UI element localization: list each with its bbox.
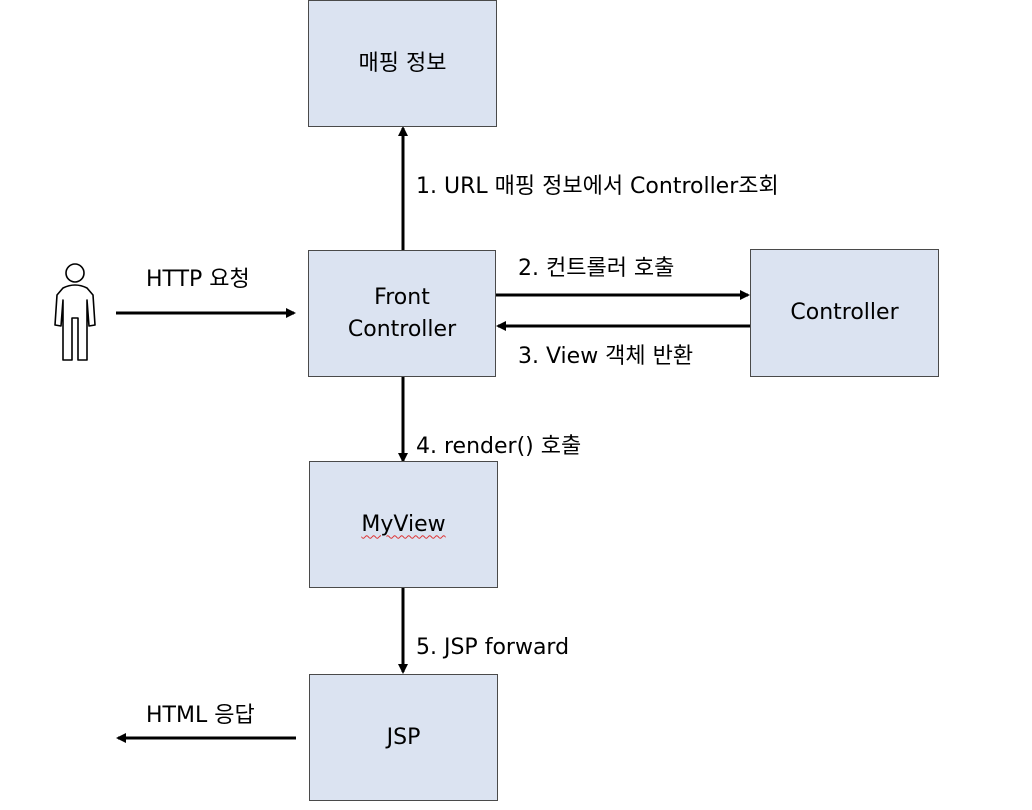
myview-label: MyView xyxy=(361,511,446,537)
html-response-label: HTML 응답 xyxy=(146,703,255,728)
step5-label: 5. JSP forward xyxy=(416,635,570,660)
front-controller-box: Front Controller xyxy=(308,250,496,377)
controller-box: Controller xyxy=(750,249,939,377)
step4-label: 4. render() 호출 xyxy=(416,434,582,459)
jsp-box: JSP xyxy=(309,674,498,801)
controller-label: Controller xyxy=(790,300,899,325)
step3-label: 3. View 객체 반환 xyxy=(518,344,694,369)
jsp-label: JSP xyxy=(386,724,421,750)
myview-box: MyView xyxy=(309,461,498,588)
front-controller-label-line2: Controller xyxy=(347,316,457,342)
front-controller-label-line1: Front xyxy=(374,284,430,310)
step2-label: 2. 컨트롤러 호출 xyxy=(518,256,675,281)
person-icon xyxy=(54,263,96,361)
http-request-label: HTTP 요청 xyxy=(146,267,250,292)
mapping-info-label: 매핑 정보 xyxy=(358,50,447,76)
mapping-info-box: 매핑 정보 xyxy=(308,0,497,127)
step1-label: 1. URL 매핑 정보에서 Controller조회 xyxy=(416,174,779,199)
